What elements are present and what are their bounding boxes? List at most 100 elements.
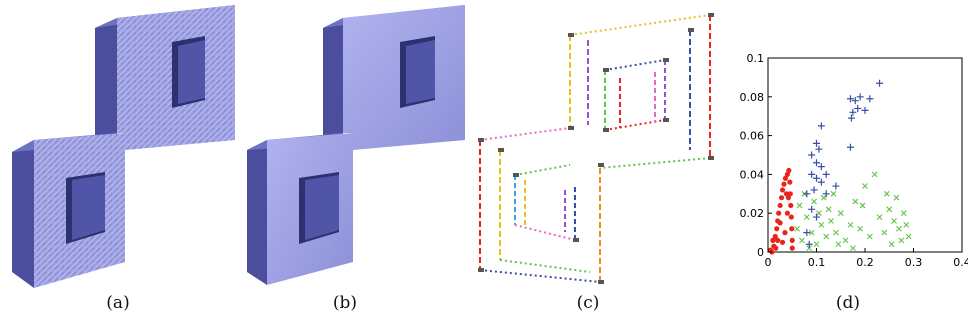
- data-point-blue: [808, 205, 816, 213]
- data-point-red: [777, 220, 783, 226]
- y-tick-label: 0.02: [740, 207, 765, 220]
- data-point-blue: [813, 159, 820, 167]
- data-point-blue: [847, 114, 855, 122]
- x-tick-label: 0.4: [953, 256, 968, 269]
- data-point-red: [789, 226, 795, 232]
- data-point-green: [806, 245, 813, 252]
- data-point-green: [881, 229, 888, 236]
- data-point-red: [775, 237, 781, 243]
- data-point-blue: [803, 229, 811, 237]
- data-point-green: [886, 206, 893, 213]
- data-point-red: [782, 230, 788, 236]
- data-point-green: [852, 198, 859, 205]
- data-point-green: [820, 194, 827, 201]
- data-point-green: [905, 233, 912, 240]
- data-point-green: [847, 221, 854, 228]
- caption-b: (b): [332, 293, 358, 313]
- data-point-green: [825, 206, 832, 213]
- data-point-green: [898, 237, 905, 244]
- data-point-green: [803, 214, 810, 220]
- y-tick-label: 0.1: [747, 52, 765, 65]
- data-point-red: [784, 210, 790, 216]
- data-point-red: [770, 237, 776, 243]
- data-point-green: [859, 202, 866, 209]
- data-point-red: [779, 239, 786, 245]
- data-point-blue: [876, 79, 884, 87]
- data-point-green: [808, 229, 815, 236]
- data-point-red: [787, 179, 793, 185]
- data-point-blue: [817, 178, 825, 186]
- data-point-red: [787, 191, 793, 197]
- data-point-green: [835, 241, 842, 248]
- data-point-red: [789, 237, 795, 243]
- data-point-red: [783, 191, 790, 197]
- data-point-red: [772, 233, 778, 240]
- x-tick-label: 0: [765, 256, 772, 269]
- caption-a: (a): [106, 293, 130, 313]
- data-point-green: [891, 218, 897, 224]
- data-point-blue: [805, 240, 813, 248]
- data-point-blue: [832, 182, 840, 190]
- data-point-green: [823, 233, 830, 240]
- data-point-red: [781, 181, 787, 187]
- data-point-green: [862, 183, 868, 189]
- data-point-blue: [866, 95, 874, 103]
- data-point-blue: [813, 174, 820, 182]
- data-point-blue: [822, 170, 830, 178]
- y-tick-label: 0.06: [740, 130, 765, 143]
- data-point-blue: [808, 151, 816, 159]
- data-point-green: [871, 171, 878, 178]
- data-point-green: [811, 198, 817, 205]
- y-tick-label: 0.08: [740, 91, 765, 104]
- data-point-blue: [815, 145, 823, 153]
- data-point-blue: [851, 97, 859, 105]
- data-point-green: [813, 241, 820, 248]
- data-point-blue: [817, 163, 825, 171]
- smoothed-mesh-render: [247, 5, 465, 285]
- data-point-red: [782, 175, 789, 181]
- data-point-green: [849, 245, 856, 252]
- data-point-red: [788, 214, 794, 220]
- data-point-blue: [803, 190, 811, 198]
- data-point-red: [785, 195, 791, 201]
- x-tick-label: 0.2: [856, 256, 874, 269]
- data-point-red: [774, 226, 780, 232]
- data-point-blue: [849, 108, 857, 116]
- data-point-green: [833, 229, 839, 236]
- caption-c: (c): [576, 293, 600, 313]
- vertex-markers: [478, 13, 714, 284]
- data-point-red: [788, 202, 794, 209]
- data-point-blue: [808, 170, 816, 178]
- data-point-red: [776, 210, 782, 216]
- data-point-green: [842, 237, 849, 244]
- data-point-blue: [854, 104, 862, 112]
- data-point-green: [796, 202, 803, 209]
- panel-a-noisy-mesh: [0, 0, 245, 290]
- data-point-red: [777, 202, 783, 209]
- data-point-blue: [822, 190, 830, 198]
- data-point-green: [876, 214, 883, 220]
- data-point-blue: [817, 122, 825, 130]
- data-point-green: [818, 221, 825, 228]
- data-point-blue: [813, 139, 820, 147]
- x-tick-label: 0.3: [905, 256, 923, 269]
- data-point-green: [900, 210, 907, 217]
- y-tick-label: 0: [757, 246, 764, 259]
- data-point-blue: [846, 95, 854, 103]
- data-point-green: [816, 210, 822, 217]
- data-point-red: [778, 195, 785, 201]
- data-point-green: [799, 237, 805, 244]
- data-point-green: [866, 233, 873, 240]
- wireframe-render: [478, 13, 714, 284]
- panel-c-edge-wireframe: [470, 0, 730, 290]
- data-point-green: [903, 221, 910, 228]
- data-point-green: [883, 190, 890, 197]
- panel-b-smoothed-mesh: [245, 0, 470, 290]
- data-point-red: [767, 247, 774, 253]
- data-point-green: [830, 190, 837, 197]
- data-point-red: [773, 245, 779, 251]
- data-point-blue: [861, 106, 869, 114]
- data-point-green: [837, 210, 844, 217]
